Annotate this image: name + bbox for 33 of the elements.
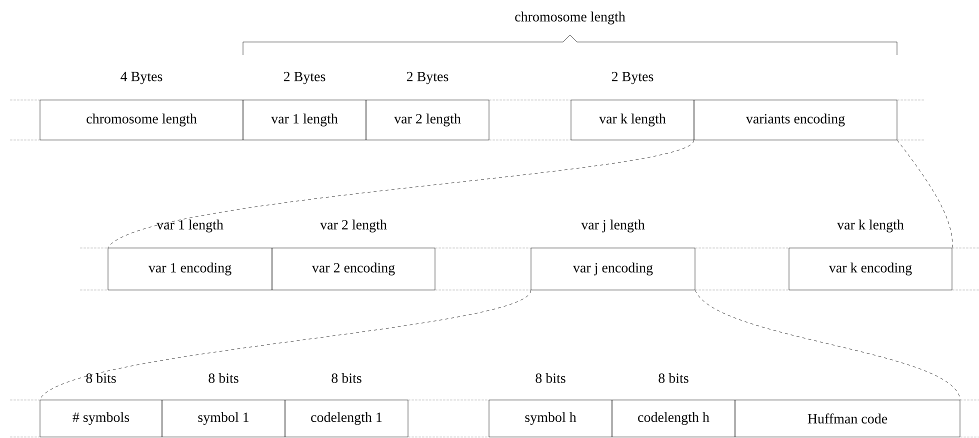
size-label: var k length bbox=[837, 220, 904, 232]
size-label: 4 Bytes bbox=[120, 72, 162, 84]
zoom-line bbox=[897, 140, 952, 248]
zoom-line bbox=[108, 140, 694, 248]
field-cell: var j encoding bbox=[530, 248, 696, 290]
bracket-label: chromosome length bbox=[515, 12, 626, 24]
field-cell: var 1 length bbox=[242, 100, 366, 140]
field-cell: chromosome length bbox=[40, 100, 244, 140]
field-cell: variants encoding bbox=[694, 100, 898, 140]
size-label: 8 bits bbox=[332, 373, 362, 383]
size-label: 8 bits bbox=[658, 373, 688, 383]
size-label: 2 Bytes bbox=[284, 72, 326, 84]
field-cell: # symbols bbox=[40, 400, 162, 438]
field-cell: codelength h bbox=[612, 400, 736, 438]
size-label: 2 Bytes bbox=[612, 72, 654, 84]
size-label: var 2 length bbox=[320, 220, 387, 232]
size-label: 2 Bytes bbox=[406, 72, 448, 84]
field-cell: Huffman code bbox=[734, 400, 960, 438]
size-label: 8 bits bbox=[536, 373, 566, 383]
field-cell: var 2 encoding bbox=[272, 248, 436, 290]
field-cell: var 2 length bbox=[366, 100, 490, 140]
field-cell: var 1 encoding bbox=[108, 248, 272, 290]
size-label: 8 bits bbox=[208, 373, 238, 383]
zoom-line bbox=[695, 290, 960, 400]
size-label: var j length bbox=[581, 220, 645, 232]
size-label: 8 bits bbox=[86, 373, 116, 383]
field-cell: symbol h bbox=[488, 400, 612, 438]
zoom-line bbox=[40, 290, 531, 400]
field-cell: symbol 1 bbox=[162, 400, 286, 438]
size-label: var 1 length bbox=[156, 220, 224, 232]
field-cell: codelength 1 bbox=[284, 400, 408, 438]
field-cell: var k length bbox=[570, 100, 694, 140]
field-cell: var k encoding bbox=[788, 248, 952, 290]
